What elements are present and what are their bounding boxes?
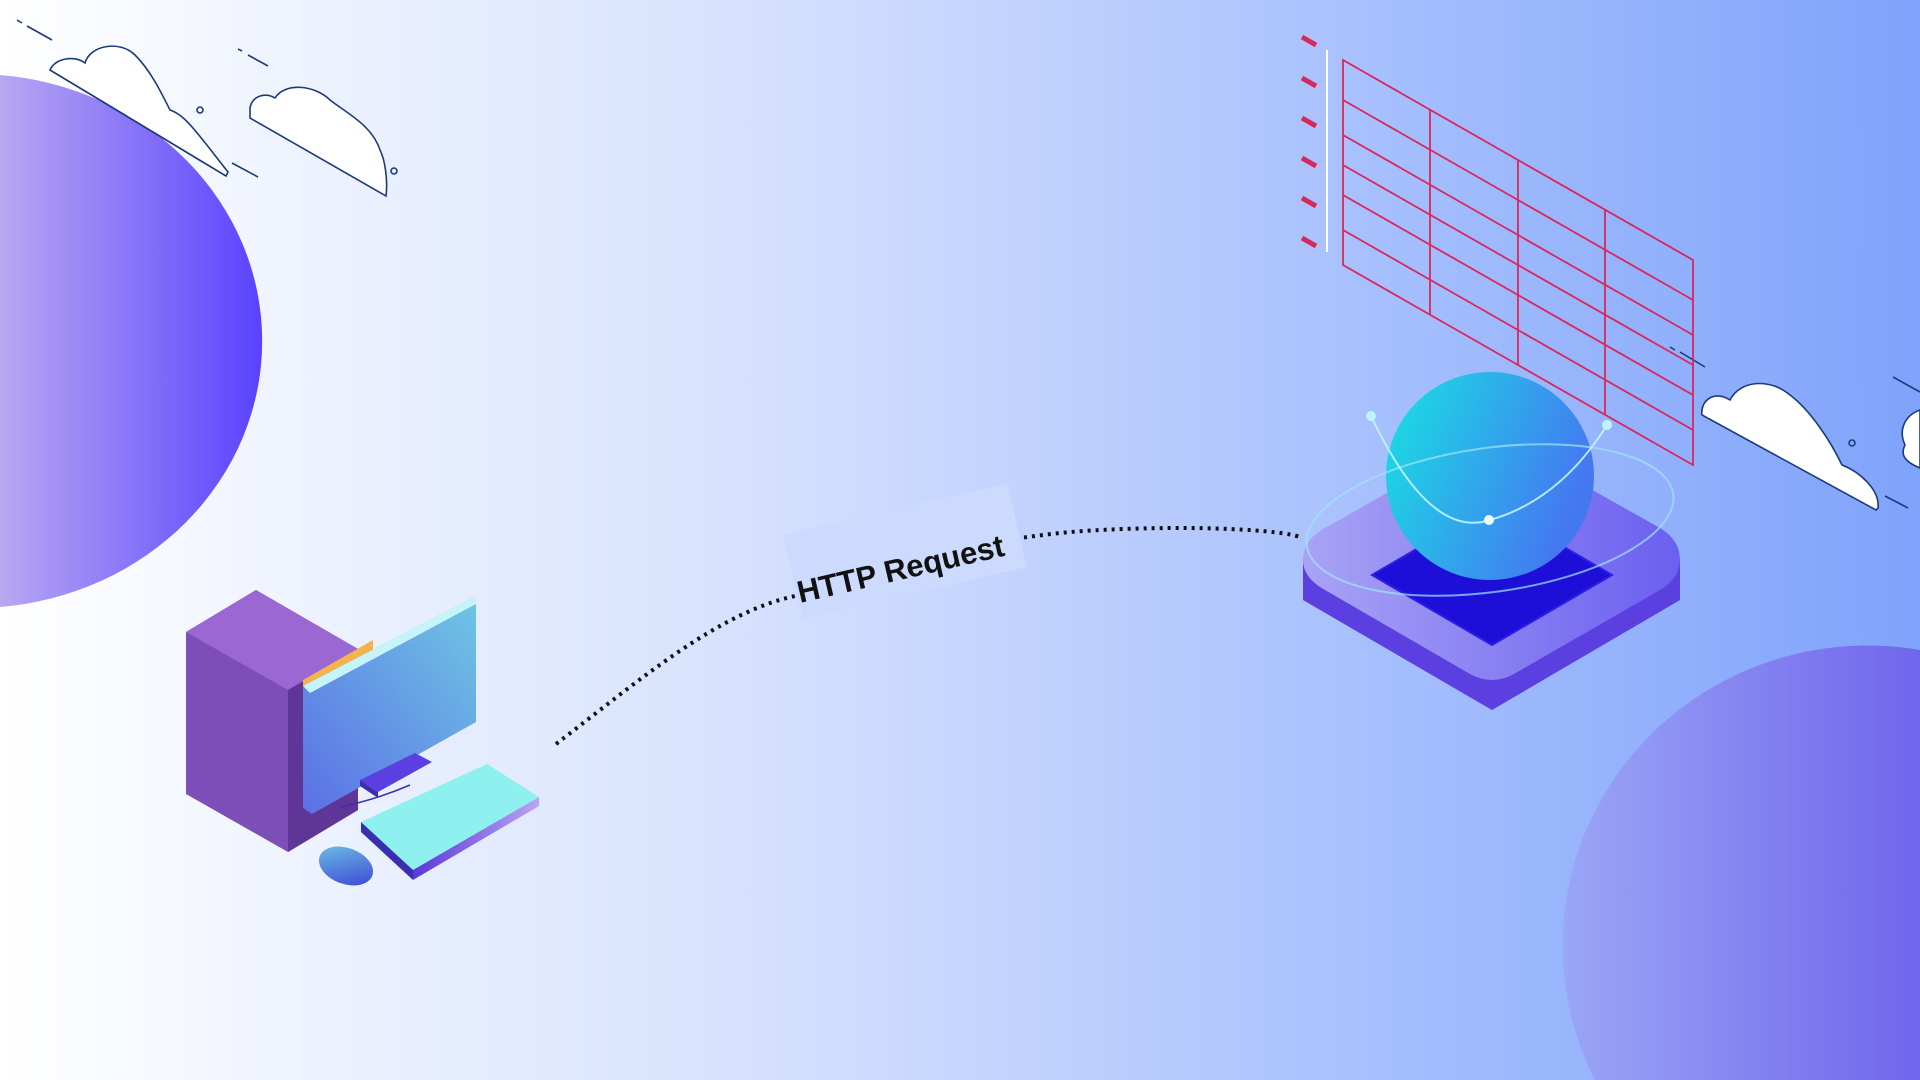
violet-circle-bottom-right xyxy=(1562,645,1920,1080)
data-grid-row-markers xyxy=(1300,34,1318,249)
cloud-icon xyxy=(48,45,229,178)
data-grid-icon xyxy=(1342,58,1694,467)
desktop-computer-icon xyxy=(186,590,539,886)
http-request-label-bg xyxy=(783,483,1027,619)
cloud-icon xyxy=(1901,409,1920,469)
violet-circle-left xyxy=(0,75,263,607)
globe-server-icon xyxy=(1303,372,1680,710)
cloud-icon xyxy=(1701,382,1879,511)
cloud-icon xyxy=(249,86,388,198)
cloud-speed-lines xyxy=(16,19,398,178)
